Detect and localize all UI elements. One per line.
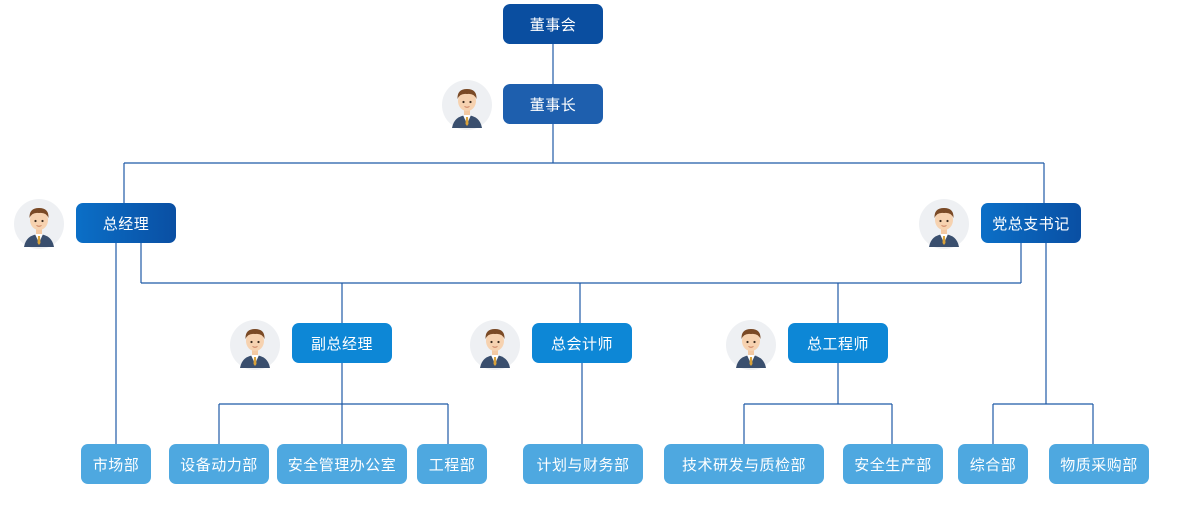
dept-materials-procurement: 物质采购部 [1049, 444, 1149, 484]
avatar-icon [726, 320, 776, 370]
node-board: 董事会 [503, 4, 603, 44]
dept-equipment-power: 设备动力部 [169, 444, 269, 484]
node-chief-accountant: 总会计师 [532, 323, 632, 363]
node-deputy-gm: 副总经理 [292, 323, 392, 363]
avatar-icon [470, 320, 520, 370]
node-party-secretary: 党总支书记 [981, 203, 1081, 243]
node-general-manager: 总经理 [76, 203, 176, 243]
dept-market: 市场部 [81, 444, 151, 484]
node-chief-engineer: 总工程师 [788, 323, 888, 363]
dept-engineering: 工程部 [417, 444, 487, 484]
dept-tech-rd-quality: 技术研发与质检部 [664, 444, 824, 484]
dept-safety-production: 安全生产部 [843, 444, 943, 484]
dept-general-affairs: 综合部 [958, 444, 1028, 484]
dept-planning-finance: 计划与财务部 [523, 444, 643, 484]
node-chairman: 董事长 [503, 84, 603, 124]
dept-safety-admin-office: 安全管理办公室 [277, 444, 407, 484]
avatar-icon [919, 199, 969, 249]
avatar-icon [230, 320, 280, 370]
avatar-icon [442, 80, 492, 130]
avatar-icon [14, 199, 64, 249]
